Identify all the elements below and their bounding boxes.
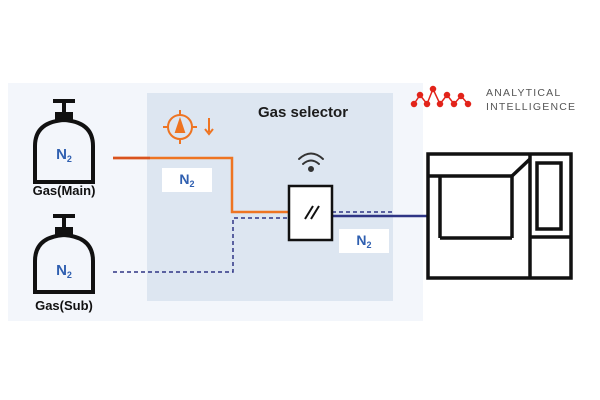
- wifi-icon: [298, 152, 324, 172]
- gas-selector-area: [147, 93, 393, 301]
- gas-selector-title: Gas selector: [258, 104, 349, 121]
- brand-line-1: ANALYTICAL: [486, 87, 562, 99]
- analytical-intelligence-logo: [410, 85, 472, 108]
- gas-cylinder-icon: [33, 214, 95, 294]
- n2-chip-main: N2: [162, 168, 212, 192]
- sub-gas-line: [113, 217, 290, 273]
- gas-sub-label: Gas(Sub): [35, 298, 93, 313]
- cylinder-main-gas: N2: [56, 146, 72, 164]
- pressure-gauge-icon: [163, 110, 214, 144]
- gc-instrument-icon: [426, 152, 573, 280]
- cylinder-sub-gas: N2: [56, 262, 72, 280]
- n2-chip-output: N2: [339, 229, 389, 253]
- main-gas-line: [113, 156, 290, 214]
- valve-switch-icon: [287, 184, 334, 242]
- gas-cylinder-icon: [33, 99, 95, 184]
- gas-main-label: Gas(Main): [32, 183, 96, 198]
- brand-line-2: INTELLIGENCE: [486, 101, 577, 113]
